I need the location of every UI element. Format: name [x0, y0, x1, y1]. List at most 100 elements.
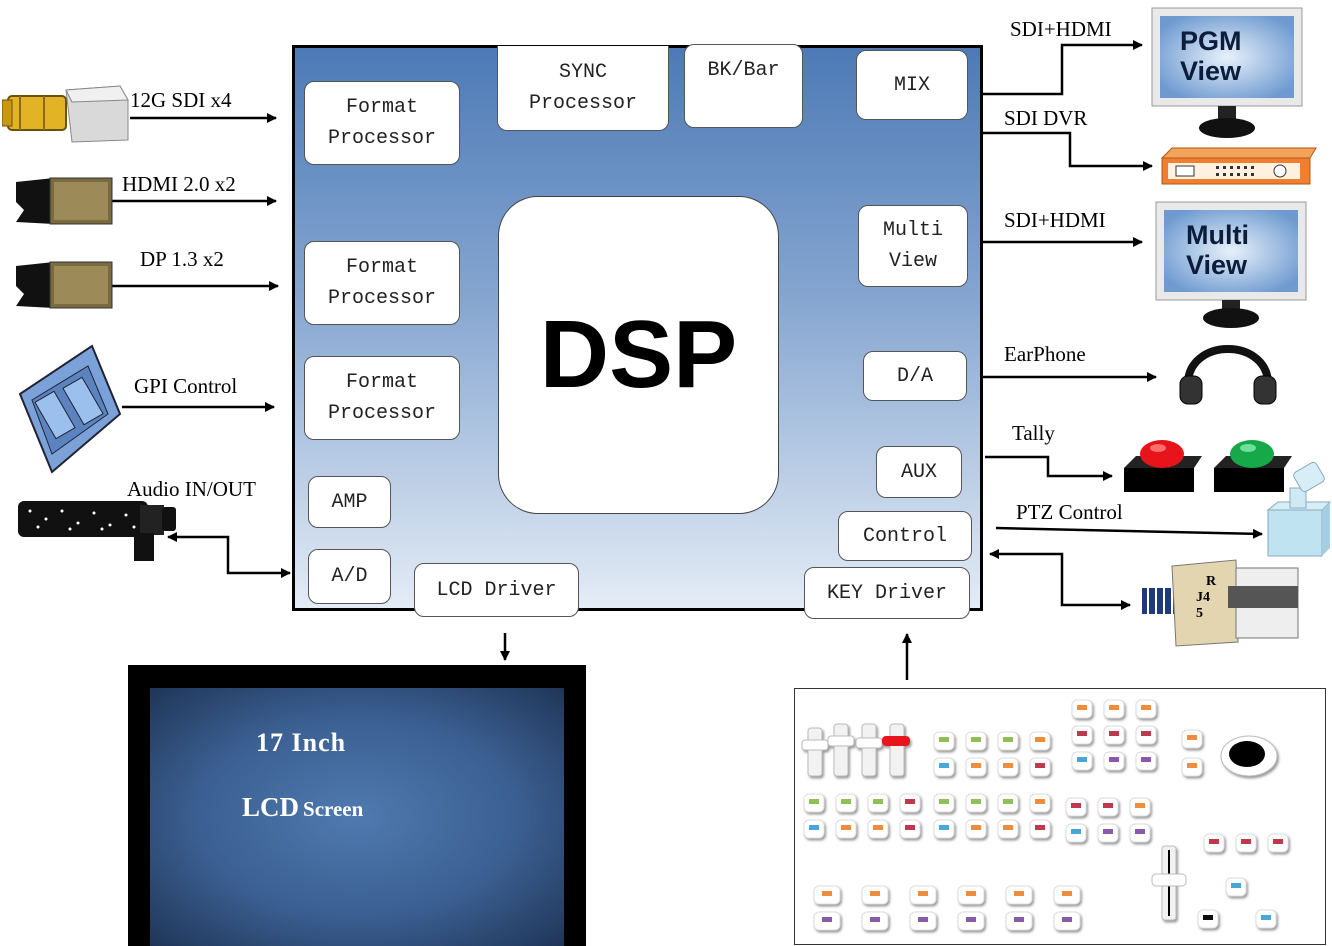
panel-key[interactable] — [1065, 823, 1087, 843]
panel-key[interactable] — [1197, 909, 1219, 929]
panel-key[interactable] — [1267, 833, 1289, 853]
panel-key[interactable] — [813, 885, 841, 905]
tally-output-arrow — [985, 455, 1113, 481]
panel-key[interactable] — [997, 793, 1019, 813]
panel-key[interactable] — [1029, 819, 1051, 839]
panel-key[interactable] — [861, 885, 889, 905]
panel-key[interactable] — [965, 757, 987, 777]
amp-module: AMP — [308, 476, 391, 528]
panel-key[interactable] — [1005, 911, 1033, 931]
lcd-driver-label: LCD Driver — [436, 578, 557, 602]
panel-key[interactable] — [1135, 699, 1157, 719]
panel-key[interactable] — [933, 731, 955, 751]
panel-key[interactable] — [1181, 757, 1203, 777]
panel-key[interactable] — [1071, 699, 1093, 719]
panel-key[interactable] — [997, 731, 1019, 751]
panel-key[interactable] — [957, 911, 985, 931]
panel-key[interactable] — [1097, 797, 1119, 817]
panel-key[interactable] — [899, 819, 921, 839]
ad-module: A/D — [308, 549, 391, 604]
panel-key[interactable] — [803, 819, 825, 839]
sync-processor-line1: SYNC — [558, 61, 607, 84]
amp-label: AMP — [331, 490, 368, 514]
panel-key[interactable] — [1129, 823, 1151, 843]
panel-key[interactable] — [1235, 833, 1257, 853]
aux-module: AUX — [876, 446, 962, 498]
format-processor-3-line1: Format — [345, 371, 418, 394]
multiview-link-label: SDI+HDMI — [1004, 208, 1106, 232]
panel-key[interactable] — [1053, 911, 1081, 931]
panel-key[interactable] — [997, 757, 1019, 777]
multiview-line1: Multi — [882, 219, 943, 242]
sdi-input-label: 12G SDI x4 — [130, 88, 232, 112]
gpi-terminal-icon — [18, 344, 122, 474]
dsp-core: DSP — [498, 196, 779, 514]
lcd-line2-a: LCD — [242, 792, 300, 822]
panel-key[interactable] — [909, 885, 937, 905]
panel-key[interactable] — [997, 819, 1019, 839]
dvr-link-label: SDI DVR — [1004, 106, 1088, 130]
sync-processor: SYNC Processor — [497, 46, 669, 131]
panel-key[interactable] — [1129, 797, 1151, 817]
lcd-screen-display — [150, 688, 564, 946]
panel-key[interactable] — [933, 757, 955, 777]
panel-key[interactable] — [1103, 725, 1125, 745]
multiview-monitor-icon — [1155, 201, 1307, 328]
panel-key[interactable] — [933, 819, 955, 839]
panel-key[interactable] — [1029, 793, 1051, 813]
panel-key[interactable] — [1135, 751, 1157, 771]
panel-key[interactable] — [1029, 757, 1051, 777]
multiview-monitor-label: Multi View — [1186, 220, 1249, 280]
rj45-io-arrow — [989, 549, 1131, 610]
multiview-monitor-line1: Multi — [1186, 220, 1249, 250]
headphone-icon — [1179, 345, 1277, 405]
panel-key[interactable] — [965, 819, 987, 839]
control-panel-keys — [801, 699, 1289, 931]
panel-key[interactable] — [1203, 833, 1225, 853]
panel-key[interactable] — [803, 793, 825, 813]
lcd-line2: LCD Screen — [242, 792, 363, 823]
panel-key[interactable] — [1005, 885, 1033, 905]
panel-key[interactable] — [813, 911, 841, 931]
gpi-input-label: GPI Control — [134, 374, 238, 398]
panel-key[interactable] — [835, 793, 857, 813]
pgm-monitor-icon — [1151, 7, 1303, 138]
format-processor-1: Format Processor — [304, 81, 460, 165]
panel-key[interactable] — [1181, 729, 1203, 749]
format-processor-2: Format Processor — [304, 241, 460, 325]
panel-key[interactable] — [965, 793, 987, 813]
panel-key[interactable] — [1103, 751, 1125, 771]
panel-key[interactable] — [965, 731, 987, 751]
panel-key[interactable] — [1071, 751, 1093, 771]
panel-key[interactable] — [1071, 725, 1093, 745]
panel-key[interactable] — [909, 911, 937, 931]
dvr-recorder-icon — [1160, 147, 1317, 185]
ptz-output-arrow — [995, 526, 1263, 539]
pgm-output-arrow — [980, 40, 1143, 96]
panel-key[interactable] — [957, 885, 985, 905]
rj45-label: R J4 5 — [1196, 574, 1216, 622]
panel-key[interactable] — [1225, 877, 1247, 897]
panel-key[interactable] — [1097, 823, 1119, 843]
panel-key[interactable] — [867, 793, 889, 813]
panel-key[interactable] — [1255, 909, 1277, 929]
pgm-link-label: SDI+HDMI — [1010, 17, 1112, 41]
bk-bar-label: BK/Bar — [707, 59, 780, 82]
panel-key[interactable] — [1053, 885, 1081, 905]
multiview-line2: View — [888, 250, 937, 273]
panel-key[interactable] — [1029, 731, 1051, 751]
fader-group — [801, 723, 910, 777]
panel-key[interactable] — [899, 793, 921, 813]
panel-key[interactable] — [835, 819, 857, 839]
panel-key[interactable] — [861, 911, 889, 931]
lcd-line2-b: Screen — [303, 797, 364, 821]
panel-key[interactable] — [867, 819, 889, 839]
ptz-control-label: PTZ Control — [1016, 500, 1123, 524]
pgm-monitor-label: PGM View — [1180, 26, 1242, 86]
panel-key[interactable] — [1065, 797, 1087, 817]
panel-key[interactable] — [933, 793, 955, 813]
panel-key[interactable] — [1103, 699, 1125, 719]
panel-key[interactable] — [1135, 725, 1157, 745]
